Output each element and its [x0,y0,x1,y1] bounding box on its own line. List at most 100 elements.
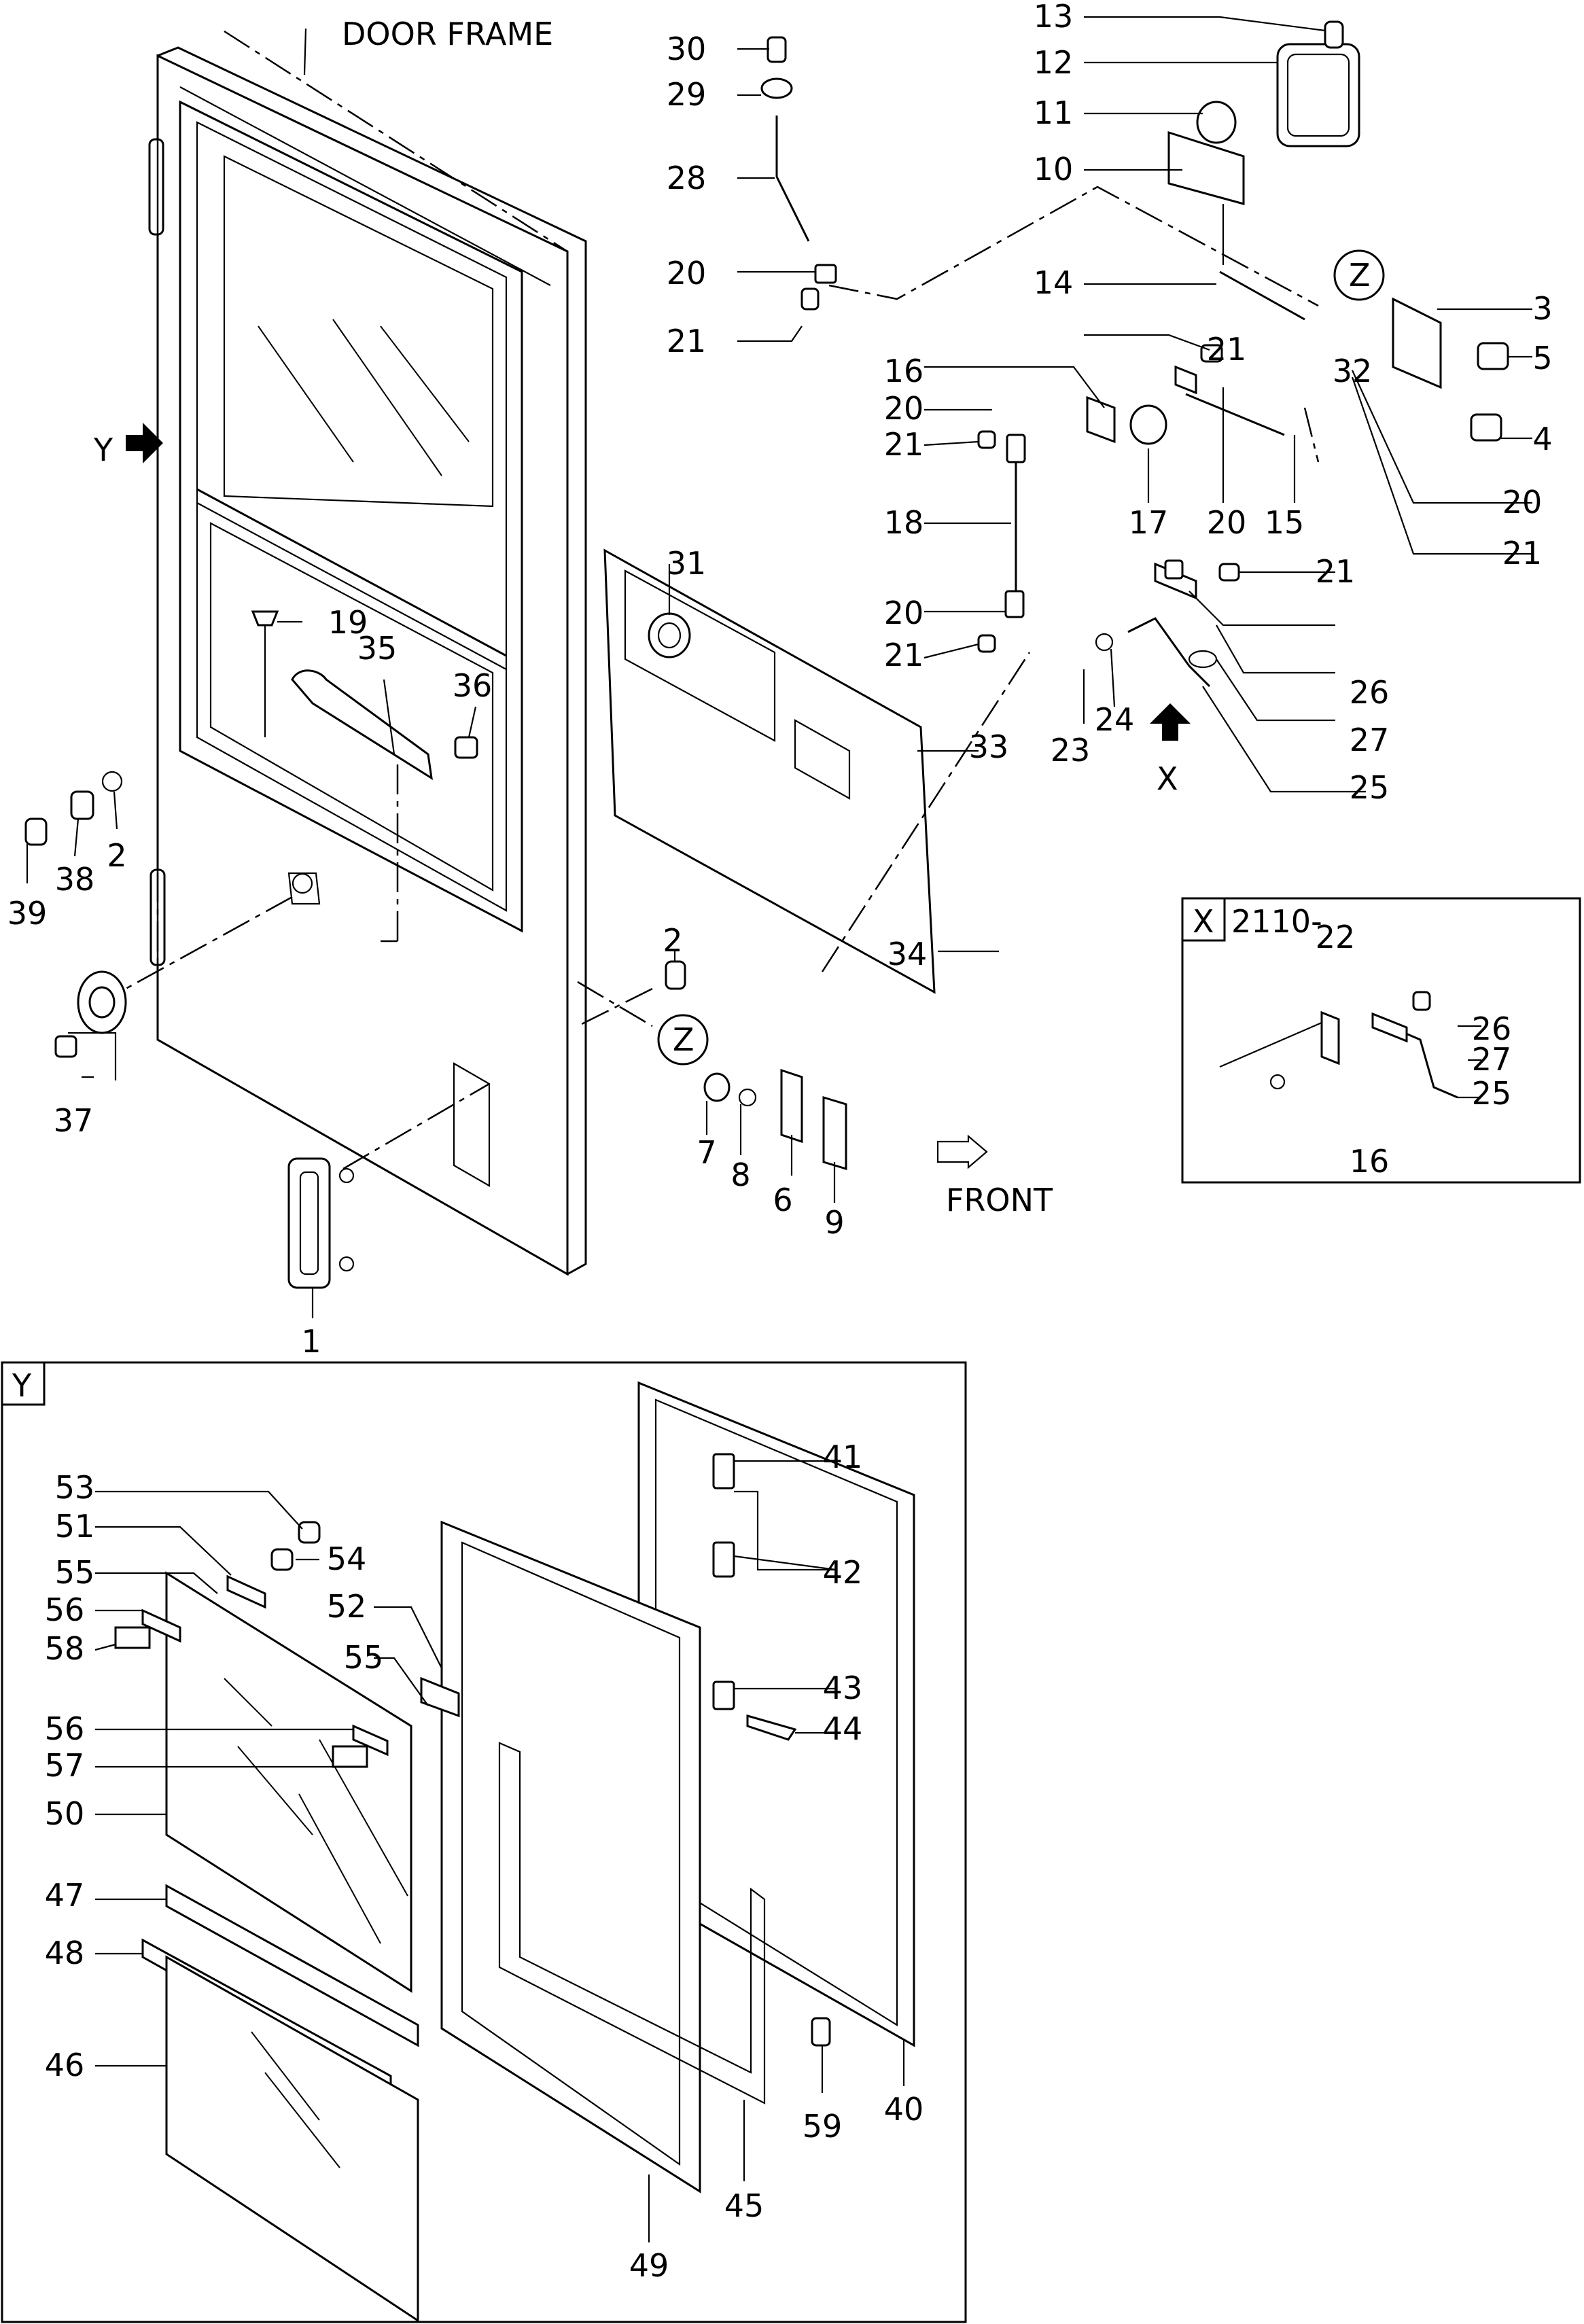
callout-label: 21 [1207,331,1247,368]
callout-label: 29 [667,76,707,113]
handle-part-1 [287,1157,355,1289]
callout-label: 3 [1532,290,1552,327]
door-frame [148,46,587,1276]
callout-label: 31 [667,545,707,582]
callout-label: 30 [667,31,707,67]
detail-x-serial: 2110- [1231,903,1322,940]
z-detail-parts [665,960,847,1171]
callout-label: 56 [45,1710,85,1747]
callout-label: 58 [45,1630,85,1667]
callout-label: 43 [823,1670,863,1706]
callout-label: 20 [667,255,707,292]
callout-label: 28 [667,160,707,196]
callout-label: 48 [45,1935,85,1971]
callout-label: 59 [803,2108,843,2145]
callout-label: 47 [45,1877,85,1914]
callout-label: 34 [887,936,928,972]
callout-label: 26 [1472,1010,1512,1047]
callout-label: 7 [697,1134,716,1171]
callout-label: 57 [45,1747,85,1784]
callout-label: 23 [1051,732,1091,769]
callout-label: 10 [1034,151,1074,188]
callout-label: 21 [667,323,707,359]
callout-label: 17 [1129,504,1169,541]
detail-x-box [1181,897,1581,1184]
callout-label: 22 [1316,919,1356,955]
callout-label: 52 [327,1588,367,1625]
detail-x-tag-box [1181,897,1226,942]
callout-label: 16 [884,353,924,389]
callout-label: 9 [824,1204,844,1241]
callout-label: 41 [823,1439,863,1475]
callout-label: 18 [884,504,924,541]
callout-label: 55 [55,1554,95,1591]
arrow-y-icon [126,423,163,463]
detail-y-tag-box [1,1361,46,1406]
callout-label: 46 [45,2047,85,2083]
callout-label: 2 [663,922,682,959]
callout-label: 54 [327,1540,367,1577]
callout-label: 35 [357,630,398,667]
callout-label: 1 [301,1323,321,1360]
view-y-marker: Y [93,432,113,468]
callout-label: 13 [1034,0,1074,35]
z-marker-mid: Z [673,1021,694,1058]
cover-plate-part-31 [603,548,936,994]
detail-x-parts [1219,991,1458,1099]
z-marker-top: Z [1349,257,1371,294]
callout-label: 19 [328,604,368,641]
callout-label: 51 [55,1508,95,1545]
callout-label: 20 [1502,484,1543,521]
callout-label: 21 [884,637,924,673]
door-frame-caption: DOOR FRAME [342,16,553,52]
callout-label: 39 [7,895,48,932]
callout-label: 27 [1472,1041,1512,1078]
callout-label: 25 [1472,1075,1512,1112]
callout-label: 5 [1532,340,1552,376]
detail-y-tag: Y [12,1367,32,1404]
detail-x-tag: X [1193,903,1214,940]
callout-label: 33 [969,728,1009,765]
callout-label: 32 [1333,353,1373,389]
callout-label: 45 [724,2187,764,2224]
callout-label: 53 [55,1469,95,1506]
front-caption: FRONT [946,1182,1053,1218]
callout-label: 6 [773,1182,792,1218]
view-x-marker: X [1157,760,1178,797]
callout-label: 38 [55,861,95,898]
callout-label: 27 [1350,722,1390,758]
detail-y-parts [114,1381,915,2323]
callout-label: 42 [823,1554,863,1591]
callout-label: 24 [1095,701,1135,738]
z-marker-circle-mid [657,1014,709,1066]
callout-label: 2 [107,837,126,874]
callout-label: 20 [884,390,924,427]
front-arrow-icon [936,1134,988,1169]
callout-label: 20 [884,595,924,631]
linkage-parts [760,20,1509,688]
callout-label: 21 [1316,553,1356,590]
z-marker-circle-top [1333,249,1385,301]
callout-label: 49 [629,2247,669,2284]
callout-label: 55 [344,1639,384,1676]
callout-label: 26 [1350,674,1390,711]
callout-label: 50 [45,1795,85,1832]
callout-label: 56 [45,1591,85,1628]
lock-parts [24,771,321,1058]
arrow-x-icon [1150,703,1191,741]
callout-label: 14 [1034,264,1074,301]
callout-label: 4 [1532,421,1552,457]
callout-label: 25 [1350,769,1390,806]
callout-label: 15 [1265,504,1305,541]
callout-label: 16 [1350,1143,1390,1180]
callout-label: 36 [453,667,493,704]
detail-y-box [1,1361,967,2323]
callout-label: 44 [823,1710,863,1747]
callout-label: 8 [731,1157,750,1193]
leader-lines [26,16,1532,2242]
callout-label: 12 [1034,44,1074,81]
callout-label: 21 [884,426,924,463]
callout-label: 11 [1034,94,1074,131]
callout-label: 40 [884,2091,924,2128]
